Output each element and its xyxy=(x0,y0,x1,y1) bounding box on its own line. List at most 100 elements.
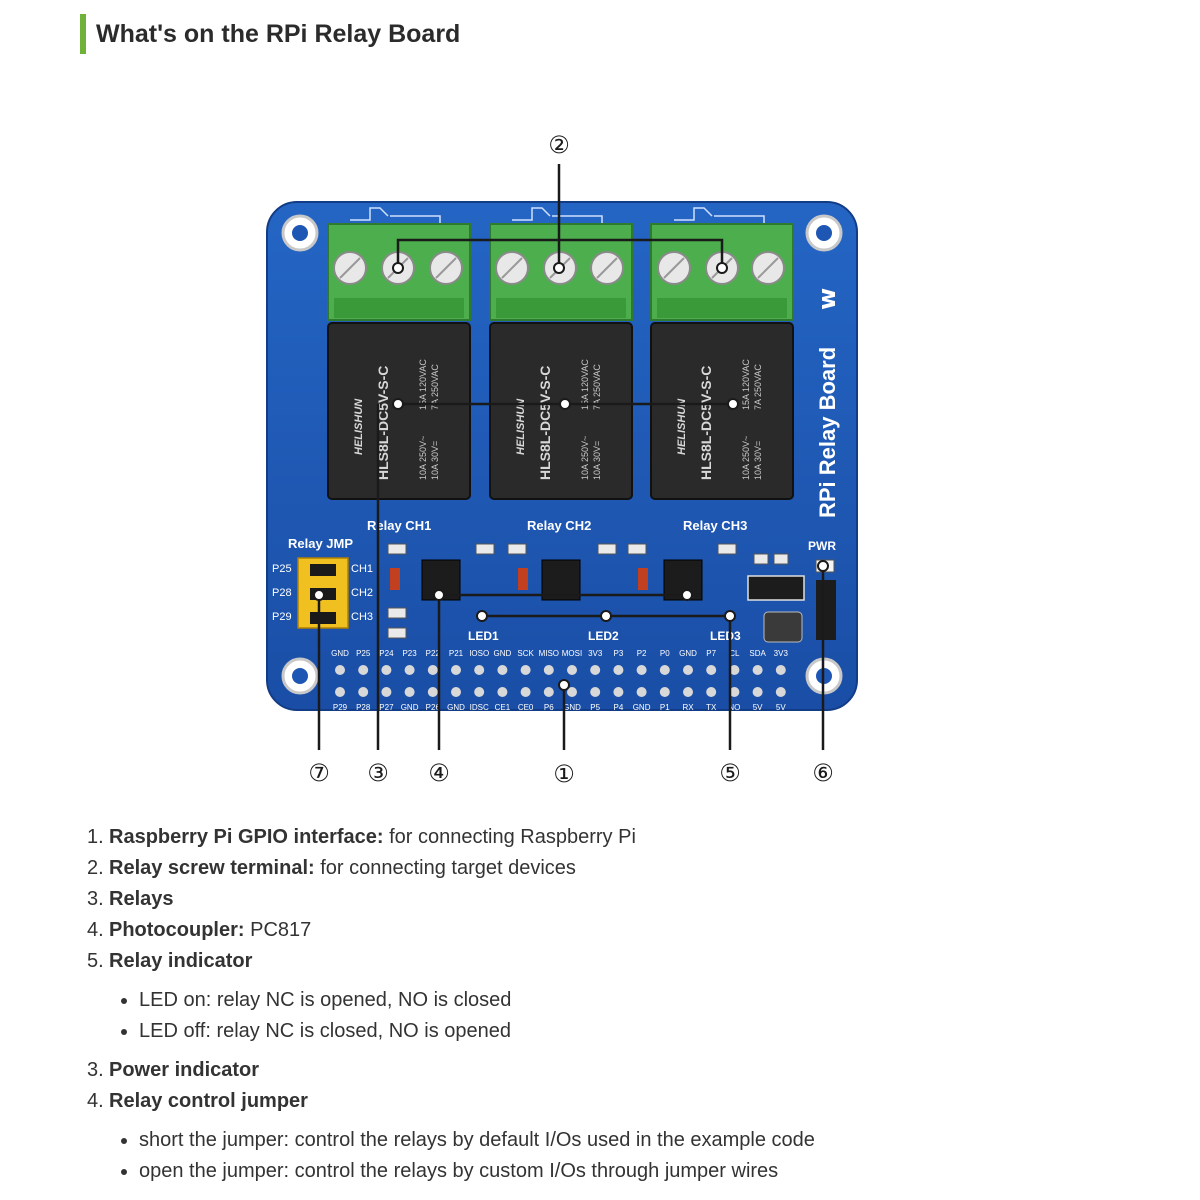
gpio-pin xyxy=(358,687,369,697)
gpio-pin xyxy=(474,665,485,675)
item-title: Relay control jumper xyxy=(109,1090,308,1112)
gpio-pin xyxy=(590,687,601,697)
feature-list-continued: 3.Power indicator 4.Relay control jumper xyxy=(87,1055,1137,1117)
relay2-rating-1: 15A 120VAC xyxy=(580,359,590,410)
item-title: Photocoupler: xyxy=(109,919,245,941)
relay-model-3: HLS8L-DC5V-S-C xyxy=(698,366,714,480)
relay-label-ch2: Relay CH2 xyxy=(527,518,591,533)
jumper-ch1: CH1 xyxy=(351,563,373,575)
gpio-pin-label: P4 xyxy=(614,703,624,712)
gpio-pin xyxy=(335,687,345,697)
bullet-item: open the jumper: control the relays by c… xyxy=(121,1156,1137,1187)
gpio-pin-label: NO xyxy=(728,703,740,712)
gpio-pin-label: CE1 xyxy=(495,703,511,712)
gpio-pin-label: SCK xyxy=(517,649,534,658)
relay-label-ch1: Relay CH1 xyxy=(367,518,431,533)
gpio-pin xyxy=(659,687,670,697)
gpio-pin xyxy=(381,665,392,675)
relay3-rating-4: 10A 30V= xyxy=(753,441,763,480)
list-item: 1.Raspberry Pi GPIO interface: for conne… xyxy=(87,822,1137,853)
callout-2: ② xyxy=(548,131,570,159)
relay2-rating-2: 7A 250VAC xyxy=(592,364,602,410)
relay-brand-2: HELISHUN xyxy=(515,398,527,455)
gpio-pin-label: P0 xyxy=(660,649,670,658)
relay-brand-1: HELISHUN xyxy=(353,398,365,455)
relay3-rating-1: 15A 120VAC xyxy=(741,359,751,410)
list-item: 3.Relays xyxy=(87,884,1137,915)
relay2-rating-3: 10A 250V~ xyxy=(580,436,590,480)
list-item: 2.Relay screw terminal: for connecting t… xyxy=(87,853,1137,884)
gpio-pin xyxy=(543,665,554,675)
gpio-pin-label: P1 xyxy=(660,703,670,712)
gpio-pin xyxy=(404,665,415,675)
led-label-1: LED1 xyxy=(468,629,499,643)
list-item: 5.Relay indicator xyxy=(87,946,1137,977)
gpio-pin-label: 3V3 xyxy=(774,649,789,658)
item-number: 4. xyxy=(87,1090,104,1112)
gpio-pin-label: P22 xyxy=(426,649,441,658)
gpio-pin-label: P5 xyxy=(590,703,600,712)
relays xyxy=(327,322,794,500)
gpio-pin xyxy=(636,687,647,697)
gpio-pin-label: GND xyxy=(401,703,419,712)
jumper-pin-p25: P25 xyxy=(272,563,292,575)
gpio-pin-label: CL xyxy=(729,649,740,658)
gpio-pin xyxy=(683,687,693,697)
gpio-pin xyxy=(567,665,577,675)
relay-model-2: HLS8L-DC5V-S-C xyxy=(537,366,553,480)
gpio-pin xyxy=(567,687,577,697)
gpio-pin xyxy=(729,687,740,697)
gpio-pin-label: 5V xyxy=(753,703,763,712)
callout-1: ① xyxy=(553,760,575,788)
gpio-pin xyxy=(451,687,461,697)
jumper-pin-p29: P29 xyxy=(272,611,292,623)
item-number: 2. xyxy=(87,857,104,879)
gpio-pin xyxy=(358,665,369,675)
item-number: 3. xyxy=(87,1059,104,1081)
relay1-rating-4: 10A 30V= xyxy=(430,441,440,480)
gpio-pin-label: GND xyxy=(679,649,697,658)
mounting-holes xyxy=(281,214,843,695)
gpio-pin-label: P29 xyxy=(333,703,348,712)
gpio-pin xyxy=(404,687,415,697)
relay-label-ch3: Relay CH3 xyxy=(683,518,747,533)
gpio-pin xyxy=(520,687,531,697)
gpio-pin xyxy=(775,687,786,697)
gpio-pin-label: P27 xyxy=(379,703,394,712)
gpio-pin xyxy=(752,687,763,697)
relay3-rating-2: 7A 250VAC xyxy=(753,364,763,410)
item-text: for connecting Raspberry Pi xyxy=(383,826,636,848)
gpio-pin xyxy=(497,665,508,675)
feature-list: 1.Raspberry Pi GPIO interface: for conne… xyxy=(87,822,1137,977)
bullet-item: short the jumper: control the relays by … xyxy=(121,1125,1137,1156)
gpio-pin-label: IDSC xyxy=(470,703,489,712)
gpio-pin-label: P3 xyxy=(614,649,624,658)
gpio-pin xyxy=(427,687,438,697)
relay2-rating-4: 10A 30V= xyxy=(592,441,602,480)
callout-7: ⑦ xyxy=(308,759,330,787)
section-heading: What's on the RPi Relay Board xyxy=(80,14,460,54)
item-text: PC817 xyxy=(244,919,312,941)
gpio-pin xyxy=(683,665,693,675)
gpio-pin-label: CE0 xyxy=(518,703,534,712)
gpio-pin xyxy=(543,687,554,697)
gpio-pin xyxy=(335,665,345,675)
gpio-pin-label: GND xyxy=(494,649,512,658)
item-text: for connecting target devices xyxy=(314,857,576,879)
indicator-bullets: LED on: relay NC is opened, NO is closed… xyxy=(87,985,1137,1047)
relay-board-figure: HLS8L-DC5V-S-C HLS8L-DC5V-S-C HLS8L-DC5V… xyxy=(266,131,858,788)
jumper-pin-p28: P28 xyxy=(272,587,292,599)
gpio-pin-label: GND xyxy=(563,703,581,712)
feature-description: 1.Raspberry Pi GPIO interface: for conne… xyxy=(87,822,1137,1195)
gpio-pin-label: SDA xyxy=(749,649,766,658)
gpio-pin xyxy=(451,665,461,675)
gpio-pin-label: P26 xyxy=(426,703,441,712)
gpio-pin-label: RX xyxy=(682,703,694,712)
item-number: 4. xyxy=(87,919,104,941)
gpio-pin xyxy=(729,665,740,675)
gpio-pin xyxy=(659,665,670,675)
waveshare-logo-icon: w xyxy=(813,288,841,310)
gpio-pin-label: GND xyxy=(447,703,465,712)
jumper-ch3: CH3 xyxy=(351,611,373,623)
item-title: Relay indicator xyxy=(109,950,253,972)
